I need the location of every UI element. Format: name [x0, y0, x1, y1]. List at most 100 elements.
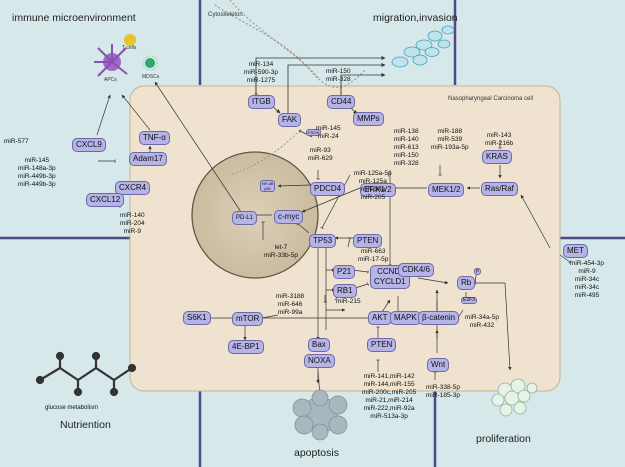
mirna-label: miR-143	[486, 132, 512, 139]
mir-group-215: miR-215	[336, 298, 361, 306]
node-fak: FAK	[278, 113, 302, 127]
mirna-label: miR-328	[326, 76, 351, 83]
mirna-label: miR-93	[309, 147, 331, 154]
mirna-label: miR-144,miR-155	[363, 381, 415, 388]
node-itgb: ITGB	[248, 95, 275, 109]
glucose-molecule-illustration	[35, 351, 137, 397]
label-apcs: APCs	[104, 77, 117, 83]
mirna-label: miR-34a-5p	[465, 314, 499, 321]
label-cytoskeleton: Cytoskeleton	[208, 12, 243, 18]
mirna-label: miR-140	[120, 212, 145, 219]
mirna-label: miR-200c,miR-205	[362, 389, 417, 396]
mirna-label: miR-9	[578, 268, 596, 275]
node-cdk: CDK4/6	[398, 263, 435, 277]
node-cxcl9: CXCL9	[72, 138, 106, 152]
mirna-label: miR-513a-3p	[370, 413, 408, 420]
node-akt: AKT	[368, 311, 392, 325]
mirna-label: miR-449b-3p	[18, 173, 56, 180]
node-nfkb: NF-κB p51	[260, 180, 276, 192]
node-pten-mid: PTEN	[353, 234, 383, 248]
mirna-label: miR-539	[437, 136, 463, 143]
node-rasraf: Ras/Raf	[481, 182, 518, 196]
mirna-label: miR-99a	[277, 309, 303, 316]
mirna-label: miR-215	[336, 298, 361, 305]
mirna-label: miR-3188	[276, 293, 305, 300]
node-p21: P21	[333, 265, 356, 279]
mirna-label: miR-432	[469, 322, 495, 329]
mirna-label: miR-188	[437, 128, 463, 135]
mirna-label: miR-338-5p	[426, 384, 460, 391]
mirna-label: miR-150	[326, 68, 351, 75]
apc-cell-illustration	[94, 44, 128, 77]
mirna-label: miR-495	[574, 292, 600, 299]
node-e2f3: E2F3	[461, 297, 477, 304]
mirna-label: miR-145	[24, 157, 50, 164]
node-pdl1: PD-L1	[232, 211, 258, 225]
title-proliferation: proliferation	[476, 433, 531, 445]
node-erk: ERK1/2	[360, 183, 396, 197]
mdsc-illustration	[142, 55, 158, 71]
mirna-label: miR-193a-5p	[431, 144, 469, 151]
node-beta-catenin: β-catenin	[418, 311, 460, 325]
mirna-label: miR-222,miR-92a	[363, 405, 415, 412]
mirna-label: miR-629	[308, 155, 333, 162]
node-tp53: TP53	[309, 234, 337, 248]
node-bax: Bax	[308, 338, 330, 352]
node-cd44: CD44	[327, 95, 356, 109]
label-mdscs: MDSCs	[142, 74, 160, 80]
node-kras: KRAS	[482, 150, 512, 164]
mirna-label: miR-21,miR-214	[365, 397, 413, 404]
title-nutrition: Nutriention	[60, 419, 111, 431]
node-mtor: mTOR	[232, 312, 264, 326]
node-adam17: Adam17	[129, 152, 167, 166]
tcell-illustration	[124, 34, 136, 46]
mirna-label: let-7	[274, 244, 288, 251]
node-mmps: MMPs	[353, 112, 384, 126]
mirna-label: miR-150	[394, 152, 419, 159]
node-rb1: RB1	[333, 284, 357, 298]
label-tcells: T cells	[122, 45, 137, 51]
mirna-label: miR-138	[394, 128, 419, 135]
mirna-label: miR-1275	[246, 77, 276, 84]
mirna-label: miR-34c	[574, 284, 600, 291]
node-rb: Rb	[457, 276, 476, 290]
mirna-label: miR-454-3p	[570, 260, 604, 267]
mirna-label: miR-663	[360, 248, 386, 255]
mirna-label: miR-125a-5p	[354, 170, 392, 177]
mirna-label: miR-125a	[358, 178, 387, 185]
mirna-label: miR-141,miR-142	[363, 373, 415, 380]
mirna-label: miR-34c	[574, 276, 600, 283]
label-cell: Nasopharyngeal Carcinoma cell	[448, 96, 534, 102]
mirna-label: miR-134	[248, 61, 274, 68]
mirna-label: miR-9	[123, 228, 141, 235]
node-mapk: MAPK	[390, 311, 421, 325]
mir-group-577: miR-577	[4, 138, 29, 146]
node-fscn: FSCN	[306, 129, 321, 136]
node-cmyc: c-myc	[274, 210, 304, 224]
mirna-label: miR-577	[4, 138, 29, 145]
node-mek: MEK1/2	[428, 183, 465, 197]
mirna-label: miR-33b-5p	[264, 252, 298, 259]
node-pten-low: PTEN	[367, 338, 397, 352]
mirna-label: miR-17-5p	[358, 256, 389, 263]
mirna-label: miR-34a	[360, 186, 386, 193]
title-apoptosis: apoptosis	[294, 447, 339, 459]
mirna-label: miR-613	[394, 144, 419, 151]
